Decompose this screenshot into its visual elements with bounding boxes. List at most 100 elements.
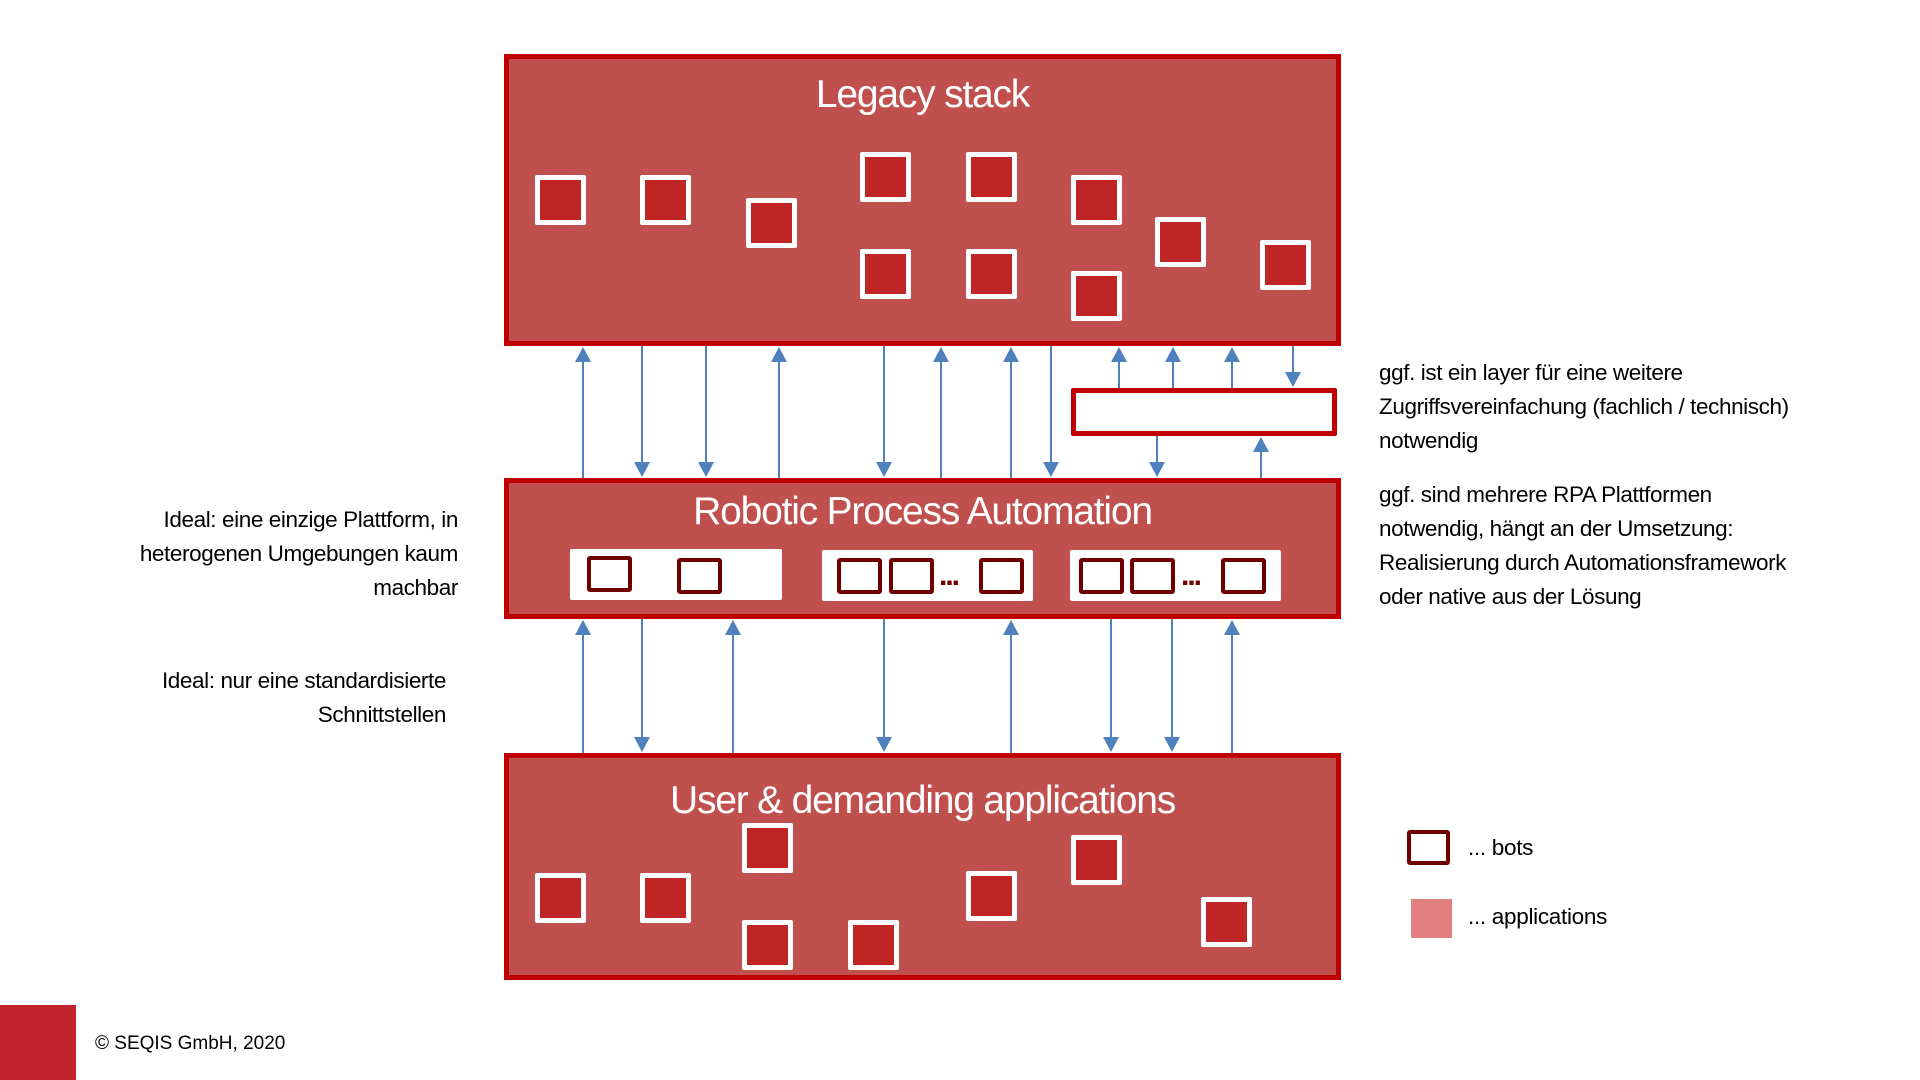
arrow-head: [1165, 347, 1181, 362]
arrow-down: [876, 346, 892, 477]
application-block: [742, 823, 793, 873]
application-block: [746, 198, 797, 248]
application-block: [1071, 175, 1122, 225]
arrow-down: [876, 619, 892, 752]
arrow-up: [1253, 437, 1269, 478]
rpa-platform-3: ...: [1070, 550, 1281, 601]
bot-icon: [587, 556, 632, 592]
application-block: [640, 175, 691, 225]
arrow-head: [1164, 737, 1180, 752]
access-simplification-layer: [1071, 388, 1337, 436]
note-line: notwendig: [1379, 428, 1478, 453]
bot-icon: [889, 558, 934, 594]
legacy-stack-title: Legacy stack: [815, 73, 1030, 116]
arrow-up: [1224, 620, 1240, 753]
arrow-head: [1003, 620, 1019, 635]
application-block: [1155, 217, 1206, 267]
arrow-up: [1111, 347, 1127, 388]
arrow-down: [1103, 619, 1119, 752]
note-line: Schnittstellen: [317, 702, 447, 727]
rpa-platform-2: ...: [822, 550, 1033, 601]
note-line: Realisierung durch Automationsframework: [1379, 550, 1787, 575]
note-line: ggf. sind mehrere RPA Plattformen: [1379, 482, 1712, 507]
note-line: heterogenen Umgebungen kaum: [139, 541, 459, 566]
arrow-head: [634, 462, 650, 477]
bot-icon: [1130, 558, 1175, 594]
arrow-up: [725, 620, 741, 753]
bot-icon: [1079, 558, 1124, 594]
arrow-up: [933, 347, 949, 478]
legend-applications-label: ... applications: [1468, 904, 1608, 929]
rpa-title: Robotic Process Automation: [693, 490, 1153, 533]
legend-bot-icon: [1407, 830, 1450, 865]
application-block: [1201, 897, 1252, 947]
bot-icon: [1221, 558, 1266, 594]
arrow-head: [634, 737, 650, 752]
arrow-up: [771, 347, 787, 478]
arrow-head: [771, 347, 787, 362]
application-block: [860, 152, 911, 202]
application-block: [1071, 835, 1122, 885]
note-line: machbar: [373, 575, 458, 600]
user-applications-title: User & demanding applications: [669, 779, 1176, 822]
arrow-up: [575, 347, 591, 478]
arrow-head: [876, 462, 892, 477]
bot-icon: [677, 558, 722, 594]
arrow-head: [698, 462, 714, 477]
arrow-head: [1043, 462, 1059, 477]
arrow-up: [1224, 347, 1240, 388]
note-multiple-platforms: ggf. sind mehrere RPA Plattformen notwen…: [1379, 478, 1787, 614]
arrow-head: [1103, 737, 1119, 752]
arrow-head: [933, 347, 949, 362]
arrow-head: [1003, 347, 1019, 362]
application-block: [535, 873, 586, 923]
arrow-head: [1224, 620, 1240, 635]
arrow-down: [1043, 346, 1059, 477]
note-access-layer: ggf. ist ein layer für eine weitere Zugr…: [1379, 356, 1789, 458]
note-line: oder native aus der Lösung: [1379, 584, 1642, 609]
legend-bots-label: ... bots: [1468, 835, 1534, 860]
arrow-head: [1111, 347, 1127, 362]
ellipsis: ...: [939, 559, 960, 592]
application-block: [966, 871, 1017, 921]
arrow-up: [1003, 347, 1019, 478]
application-block: [742, 920, 793, 970]
application-block: [535, 175, 586, 225]
note-single-platform: Ideal: eine einzige Plattform, in hetero…: [139, 503, 459, 605]
application-block: [860, 249, 911, 299]
arrow-up: [1003, 620, 1019, 753]
note-line: ggf. ist ein layer für eine weitere: [1379, 360, 1683, 385]
arrow-head: [876, 737, 892, 752]
arrow-down: [1285, 346, 1301, 387]
arrow-head: [1253, 437, 1269, 452]
arrow-head: [1149, 462, 1165, 477]
bot-icon: [837, 558, 882, 594]
application-block: [966, 152, 1017, 202]
arrow-down: [1164, 619, 1180, 752]
copyright: © SEQIS GmbH, 2020: [95, 1033, 286, 1054]
arrow-down: [1149, 436, 1165, 477]
note-standard-interface: Ideal: nur eine standardisierte Schnitts…: [162, 664, 446, 732]
ellipsis: ...: [1181, 559, 1202, 592]
arrow-head: [1224, 347, 1240, 362]
note-line: Ideal: nur eine standardisierte: [161, 668, 446, 693]
note-line: Zugriffsvereinfachung (fachlich / techni…: [1379, 394, 1789, 419]
arrow-head: [575, 620, 591, 635]
brand-block: [0, 1005, 76, 1080]
arrow-head: [575, 347, 591, 362]
arrow-up: [1165, 347, 1181, 388]
arrow-head: [725, 620, 741, 635]
arrow-down: [634, 346, 650, 477]
application-block: [1260, 240, 1311, 290]
legend-application-icon: [1411, 899, 1452, 938]
arrow-up: [575, 620, 591, 753]
rpa-platform-1: [570, 549, 782, 600]
application-block: [966, 249, 1017, 299]
arrow-down: [634, 619, 650, 752]
application-block: [1071, 271, 1122, 321]
bot-icon: [979, 558, 1024, 594]
application-block: [848, 920, 899, 970]
note-line: notwendig, hängt an der Umsetzung:: [1379, 516, 1734, 541]
arrow-head: [1285, 372, 1301, 387]
application-block: [640, 873, 691, 923]
